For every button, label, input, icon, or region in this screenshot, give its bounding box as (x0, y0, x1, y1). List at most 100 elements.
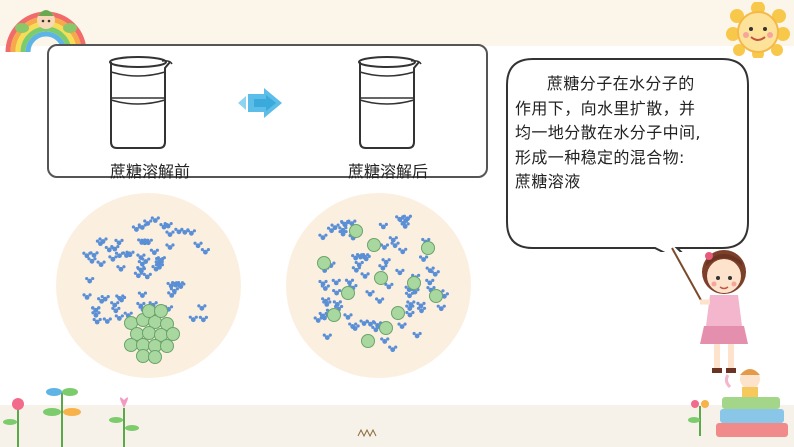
water-molecule (405, 310, 415, 318)
beaker-after-icon (358, 56, 422, 149)
sugar-molecule (327, 308, 341, 322)
beaker-before-label: 蔗糖溶解前 (109, 162, 190, 181)
water-molecule (405, 304, 415, 311)
sugar-molecule (124, 338, 138, 352)
water-molecule (115, 294, 125, 301)
water-molecule (123, 311, 133, 319)
water-molecule (318, 279, 328, 287)
water-molecule (171, 281, 181, 288)
water-molecule (326, 226, 337, 234)
water-molecule (318, 311, 328, 319)
water-molecule (91, 306, 101, 313)
sugar-molecule (379, 321, 393, 335)
sugar-molecule (429, 289, 443, 303)
water-molecule (142, 272, 152, 280)
water-molecule (425, 266, 435, 274)
water-molecule (154, 263, 165, 270)
water-molecule (365, 290, 375, 297)
sugar-molecule (361, 334, 375, 348)
water-molecule (381, 258, 391, 265)
water-molecule (398, 247, 408, 255)
sugar-molecule (374, 271, 388, 285)
sugar-molecule (166, 327, 180, 341)
water-molecule (85, 276, 95, 284)
sugar-molecule (154, 304, 168, 318)
sugar-molecule (391, 306, 405, 320)
water-molecule (365, 320, 376, 327)
girl-teacher-icon (671, 247, 748, 373)
water-molecule (322, 333, 332, 341)
sugar-molecule (407, 276, 421, 290)
water-molecule (426, 286, 436, 293)
rainbow-icon (5, 10, 87, 53)
flower-sprout-icon (3, 388, 139, 447)
water-molecule (108, 255, 118, 262)
sugar-molecule (136, 349, 150, 363)
sugar-molecule (421, 241, 435, 255)
beaker-after-label: 蔗糖溶解后 (347, 162, 428, 181)
water-molecule (198, 315, 208, 323)
sugar-molecule (160, 339, 174, 353)
water-molecule (82, 293, 92, 300)
water-molecule (92, 317, 102, 325)
water-molecule (136, 265, 146, 273)
water-molecule (355, 252, 366, 260)
water-molecule (114, 251, 125, 259)
water-molecule (167, 291, 177, 298)
sugar-molecule (341, 286, 355, 300)
water-molecule (97, 297, 107, 304)
explanation-line: 作用下，向水里扩散，并 (515, 98, 696, 118)
water-molecule (332, 300, 342, 307)
water-molecule (197, 304, 207, 311)
water-molecule (416, 301, 426, 309)
footer-mark-icon (357, 428, 377, 438)
book-stack-icon (716, 369, 788, 437)
beaker-before-icon (109, 56, 173, 149)
water-molecule (398, 219, 409, 226)
water-molecule (322, 300, 332, 307)
water-molecule (133, 271, 144, 279)
header-band (0, 0, 794, 46)
water-molecule (200, 248, 210, 255)
water-molecule (165, 230, 175, 237)
water-molecule (148, 301, 158, 308)
water-molecule (436, 304, 446, 312)
explanation-line: 蔗糖分子在水分子的 (547, 74, 695, 93)
water-molecule (379, 243, 390, 250)
water-molecule (150, 216, 160, 223)
sugar-molecule (142, 304, 156, 318)
water-molecule (418, 255, 429, 262)
water-molecule (360, 272, 370, 279)
water-molecule (165, 243, 175, 250)
water-molecule (137, 291, 148, 298)
water-molecule (89, 251, 99, 258)
molecules-before-diagram (82, 216, 210, 364)
arrow-right-icon (238, 88, 282, 118)
water-molecule (320, 284, 330, 291)
water-molecule (380, 337, 390, 344)
molecules-after-panel (286, 193, 471, 378)
water-molecule (338, 229, 348, 237)
water-molecule (384, 282, 394, 290)
water-molecule (344, 278, 355, 286)
water-molecule (188, 315, 198, 323)
water-molecule (350, 324, 360, 331)
water-molecule (378, 264, 388, 271)
water-molecule (111, 306, 121, 314)
molecules-after-diagram (313, 214, 449, 353)
explanation-line: 均一地分散在水分子中间, (515, 123, 701, 142)
water-molecule (149, 248, 159, 256)
water-molecule (143, 219, 153, 226)
water-molecule (388, 236, 398, 243)
explanation-text: 蔗糖分子在水分子的 作用下，向水里扩散，并 均一地分散在水分子中间, 形成一种稳… (515, 72, 741, 195)
sugar-molecule (317, 256, 331, 270)
speech-bubble (506, 58, 749, 252)
water-molecule (397, 322, 407, 330)
water-molecule (116, 265, 126, 272)
sugar-molecule (148, 350, 162, 364)
water-molecule (375, 297, 385, 304)
water-molecule (412, 331, 422, 339)
water-molecule (104, 245, 114, 253)
water-molecule (354, 260, 364, 268)
water-molecule (102, 317, 112, 324)
